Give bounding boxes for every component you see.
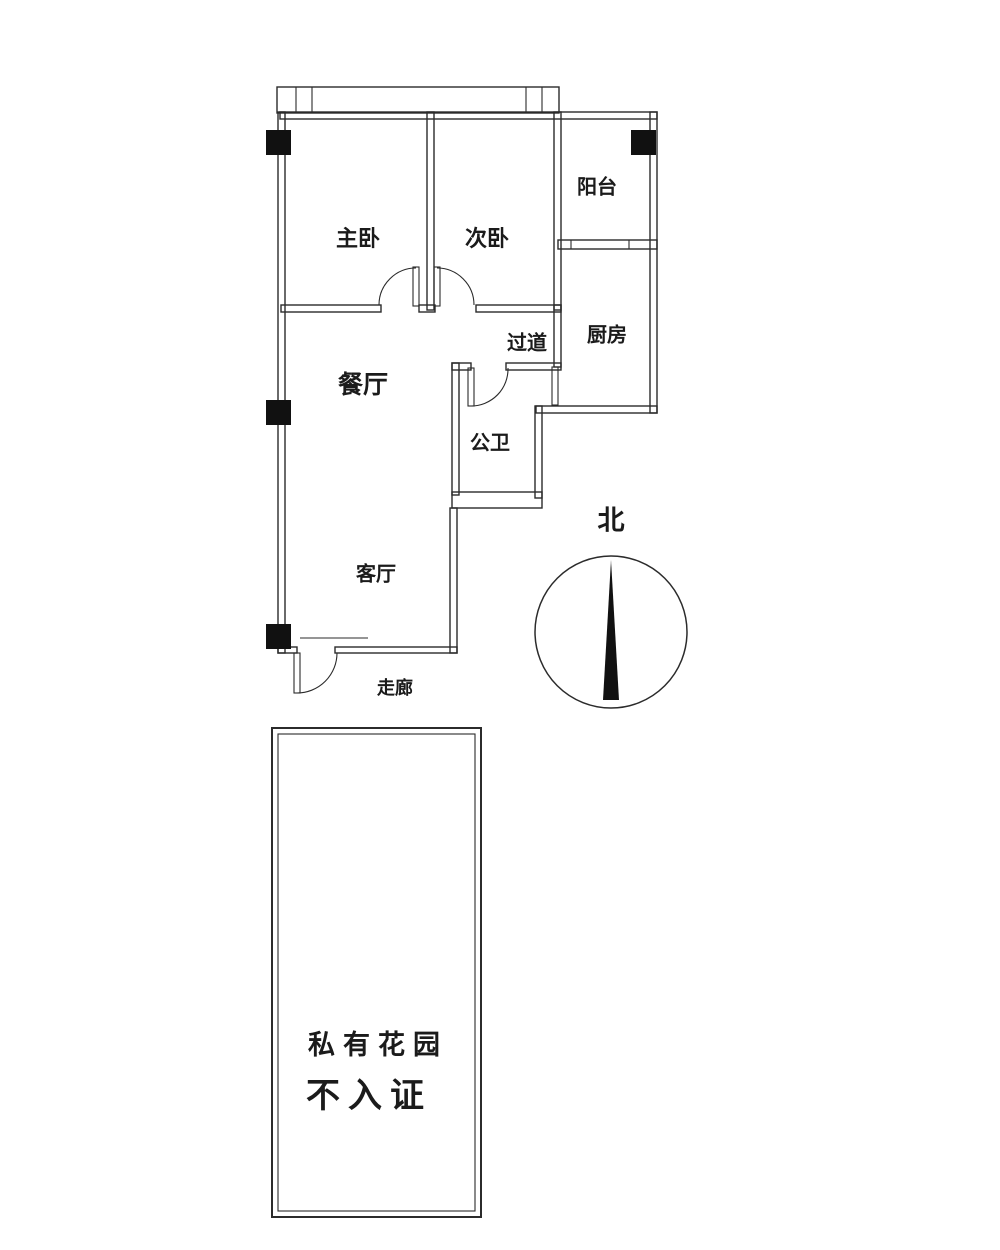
room-label-living-room: 客厅 <box>356 563 396 586</box>
room-label-bathroom: 公卫 <box>470 432 510 455</box>
room-label-hallway: 过道 <box>507 332 547 355</box>
compass-needle <box>603 560 619 700</box>
room-label-dining-room: 餐厅 <box>337 371 389 399</box>
compass-north-label: 北 <box>597 505 625 536</box>
room-label-kitchen: 厨房 <box>587 324 627 347</box>
room-label-master-bedroom: 主卧 <box>335 226 381 251</box>
bay-window <box>276 86 560 114</box>
garden-outline <box>271 727 482 1218</box>
door-swings <box>293 266 559 694</box>
garden-label-not-certified: 不入证 <box>306 1077 432 1115</box>
interior-walls <box>280 111 562 639</box>
compass <box>534 555 688 709</box>
columns <box>266 130 656 649</box>
garden-label-private-garden: 私有花园 <box>308 1030 448 1060</box>
room-label-second-bedroom: 次卧 <box>464 226 510 251</box>
exterior-walls <box>277 111 658 654</box>
room-label-corridor: 走廊 <box>377 678 413 698</box>
room-label-balcony: 阳台 <box>577 176 617 199</box>
balcony-window <box>557 239 658 250</box>
